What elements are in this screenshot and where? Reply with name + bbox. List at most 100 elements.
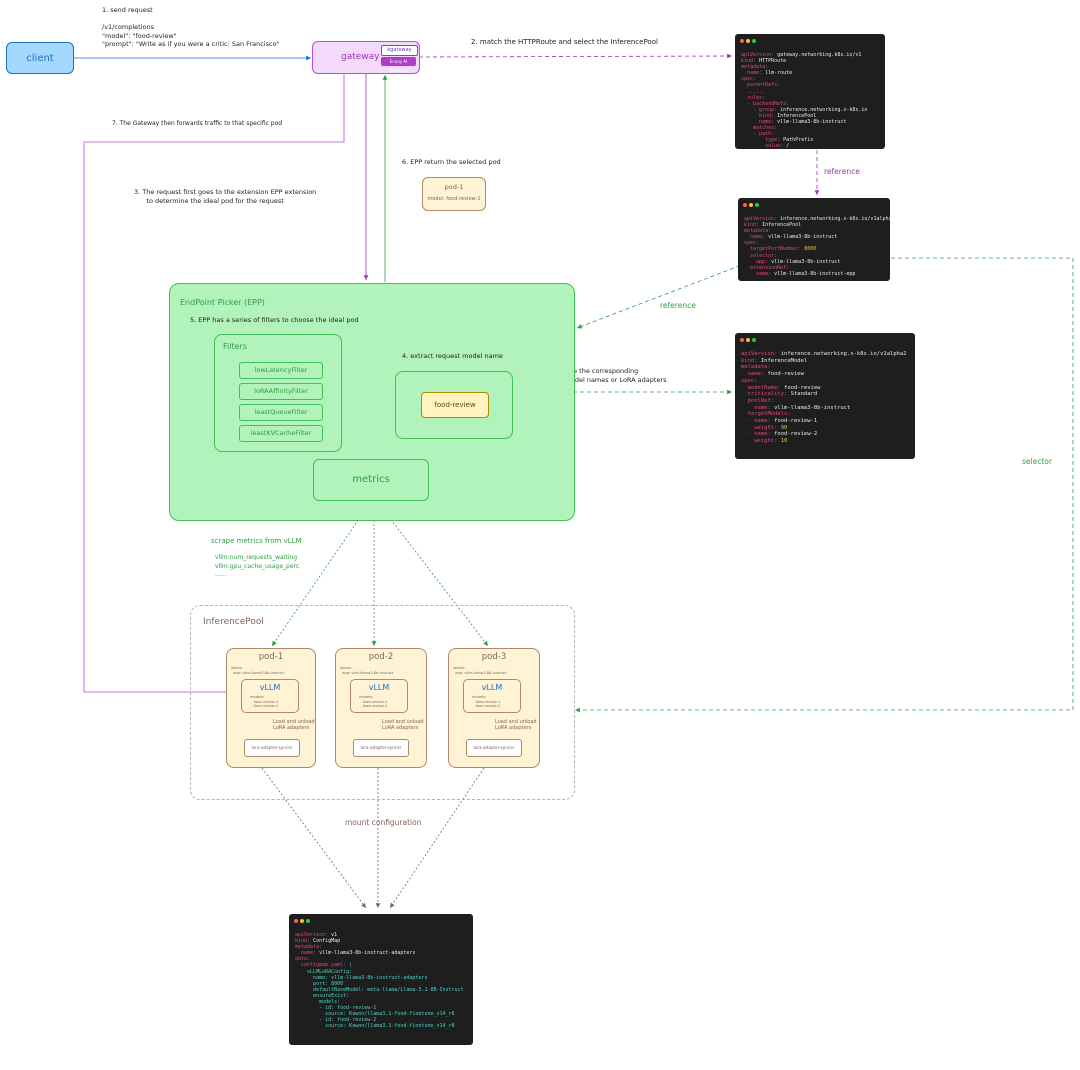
- inference-pool-title: InferencePool: [203, 617, 264, 627]
- code-value: v1: [331, 932, 338, 938]
- selector-label: selector: [1022, 457, 1052, 466]
- kgateway-logo: kgateway: [381, 45, 418, 56]
- inferencemodel-code: apiVersion: inference.networking.x-k8s.i…: [741, 351, 909, 445]
- code-key: kind:: [295, 938, 314, 945]
- code-key: - id: food-review-2: [295, 1017, 377, 1024]
- code-line: selector:: [744, 253, 884, 259]
- code-key: type:: [741, 137, 784, 144]
- filter-low-latency[interactable]: lowLatencyFilter: [239, 362, 323, 379]
- code-line: app: vllm-llama3-8b-instruct: [744, 259, 884, 265]
- vllm-box[interactable]: vLLM models: - food-review-1 - food-revi…: [350, 679, 408, 713]
- code-key: name:: [741, 70, 766, 77]
- metrics-box[interactable]: metrics: [313, 459, 429, 501]
- reference-label-1: reference: [824, 167, 860, 176]
- code-line: metadata:: [741, 364, 909, 371]
- filter-least-kv-cache[interactable]: leastKVCacheFilter: [239, 425, 323, 442]
- code-value: ConfigMap: [313, 938, 341, 945]
- vllm-models: models: - food-review-1 - food-review-2: [250, 695, 279, 708]
- code-line: - name: food-review-1: [741, 418, 909, 425]
- code-line: kind: InferencePool: [744, 222, 884, 228]
- pod-card[interactable]: pod-3 labels: app: vllm-llama3-8b-instru…: [448, 648, 540, 768]
- selected-pod-card[interactable]: pod-1 model: food-review-1: [422, 177, 486, 211]
- code-value: inference.networking.x-k8s.io: [780, 106, 868, 113]
- code-key: extensionRef:: [744, 264, 790, 271]
- code-key: value:: [741, 143, 787, 149]
- lora-adapter-syncer-box[interactable]: lora-adapter-syncer: [466, 739, 522, 757]
- inferencepool-code-block: apiVersion: inference.networking.x-k8s.i…: [738, 198, 890, 281]
- envoy-ai-gateway-logo: Envoy AI Gateway: [381, 57, 416, 73]
- code-value: InferencePool: [762, 222, 802, 229]
- code-key: ensureExist:: [295, 992, 350, 999]
- window-dots: [740, 338, 758, 345]
- reference-label-2: reference: [660, 301, 696, 310]
- vllm-models: models: - food-review-1 - food-review-2: [359, 695, 388, 708]
- pod-card[interactable]: pod-1 labels: app: vllm-llama3-8b-instru…: [226, 648, 316, 768]
- pod-title: pod-1: [258, 652, 284, 662]
- code-value: inference.networking.x-k8s.io/v1alpha2: [780, 351, 907, 357]
- selected-pod-model: model: food-review-1: [427, 196, 481, 202]
- code-key: matches:: [741, 125, 778, 132]
- lora-adapter-syncer-box[interactable]: lora-adapter-syncer: [353, 739, 409, 757]
- code-value: PathPrefix: [783, 137, 814, 144]
- code-line: kind: InferencePool: [741, 113, 879, 119]
- code-line: extensionRef:: [744, 265, 884, 271]
- vllm-box[interactable]: vLLM models: - food-review-1 - food-revi…: [241, 679, 299, 713]
- code-key: targetModels:: [741, 411, 791, 418]
- filter-least-queue[interactable]: leastQueueFilter: [239, 404, 323, 421]
- code-value: 10: [780, 438, 788, 445]
- gateway-label: gateway: [341, 52, 380, 62]
- code-line: name: llm-route: [741, 70, 879, 76]
- epp-container[interactable]: EndPoint Picker (EPP) 5. EPP has a serie…: [169, 283, 575, 521]
- code-key: kind:: [744, 222, 763, 229]
- code-key: apiVersion:: [741, 52, 778, 58]
- step5-label: 5. EPP has a series of filters to choose…: [190, 316, 359, 324]
- code-key: name:: [744, 234, 769, 241]
- filter-lora-affinity[interactable]: loRAAffinityFilter: [239, 383, 323, 400]
- code-line: ensureExist:: [295, 993, 467, 999]
- pod-card[interactable]: pod-2 labels: app: vllm-llama3-8b-instru…: [335, 648, 427, 768]
- code-line: data:: [295, 956, 467, 962]
- code-line: - name: food-review-2: [741, 431, 909, 438]
- code-line: metadata:: [295, 944, 467, 950]
- arrow-selector: [575, 257, 1074, 713]
- code-line: ......: [741, 89, 879, 95]
- code-key: ......: [741, 88, 766, 95]
- code-line: weight: 10: [741, 438, 909, 445]
- code-value: food-review: [784, 384, 821, 391]
- code-key: port: 8000: [295, 980, 344, 987]
- code-line: targetPortNumber: 8000: [744, 246, 884, 252]
- code-line: spec:: [744, 240, 884, 246]
- code-key: source: Kawon/llama3.1-food-finetune_v14…: [295, 1011, 455, 1018]
- pod-labels: labels: app: vllm-llama3-8b-instruct: [453, 666, 507, 675]
- code-key: metadata:: [295, 944, 323, 951]
- code-line: vLLMLoRAConfig:: [295, 969, 467, 975]
- lora-adapter-syncer-box[interactable]: lora-adapter-syncer: [244, 739, 300, 757]
- gateway-node[interactable]: gateway kgateway Envoy AI Gateway: [312, 41, 420, 74]
- code-line: source: Kawon/llama3.1-food-finetune_v14…: [295, 1011, 467, 1017]
- code-key: kind:: [741, 357, 761, 364]
- code-value: vllm-llama3-8b-instruct: [768, 234, 838, 241]
- filters-group: Filters lowLatencyFilter loRAAffinityFil…: [214, 334, 342, 452]
- code-line: spec:: [741, 76, 879, 82]
- code-line: poolRef:: [741, 398, 909, 405]
- code-value: Standard: [790, 391, 818, 398]
- code-line: kind: HTTPRoute: [741, 58, 879, 64]
- code-value: food-review: [767, 371, 804, 378]
- code-key: name:: [741, 404, 775, 411]
- load-unload-label: Load and unload LoRA adapters: [382, 719, 424, 731]
- inferencemodel-code-block: apiVersion: inference.networking.x-k8s.i…: [735, 333, 915, 459]
- code-value: vllm-llama3-8b-instruct: [777, 119, 847, 126]
- code-line: apiVersion: inference.networking.x-k8s.i…: [741, 351, 909, 358]
- code-line: name: vllm-llama3-8b-instruct-adapters: [295, 975, 467, 981]
- code-line: kind: InferenceModel: [741, 358, 909, 365]
- code-line: - path:: [741, 131, 879, 137]
- model-name-box[interactable]: food-review: [421, 392, 489, 418]
- code-line: modelName: food-review: [741, 385, 909, 392]
- client-node[interactable]: client: [6, 42, 74, 74]
- code-line: defaultBaseModel: meta-llama/Llama-3.1-8…: [295, 987, 467, 993]
- vllm-box[interactable]: vLLM models: - food-review-1 - food-revi…: [463, 679, 521, 713]
- code-line: name: vllm-llama3-8b-instruct: [741, 119, 879, 125]
- code-line: value: /: [741, 143, 879, 149]
